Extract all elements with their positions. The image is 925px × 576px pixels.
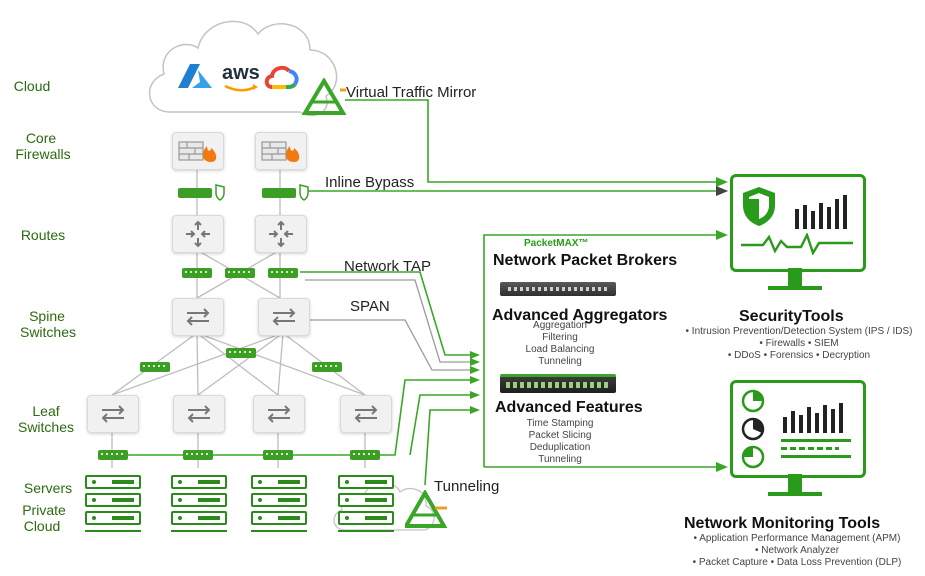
google-cloud-icon <box>264 65 299 89</box>
bypass-device-1 <box>178 184 225 201</box>
layer-label-cloud: Cloud <box>13 78 51 94</box>
switch-icon <box>267 405 291 423</box>
router-device-2 <box>255 215 307 253</box>
firewall-icon <box>178 141 217 162</box>
security-tools-monitor <box>730 174 866 272</box>
feature-item: Time Stamping <box>526 418 594 429</box>
network-tap-device <box>268 268 298 278</box>
network-tap-device <box>263 450 293 460</box>
feature-item: Tunneling <box>538 454 582 465</box>
feature-item: Packet Slicing <box>528 430 592 441</box>
layer-label-spine-switches: Switches <box>19 324 77 340</box>
data-line <box>781 447 839 450</box>
leaf-switch-3 <box>253 395 305 433</box>
leaf-switch-2 <box>173 395 225 433</box>
monitoring-tools-list: • Application Performance Management (AP… <box>684 533 910 569</box>
monitoring-tools-title: Network Monitoring Tools <box>684 515 881 532</box>
security-tools-list: • Intrusion Prevention/Detection System … <box>684 326 914 362</box>
layer-label-servers: Servers <box>23 480 73 496</box>
layer-label-private: Private <box>22 502 66 518</box>
network-tap-device <box>226 348 256 358</box>
aggregator-feature: Tunneling <box>538 356 582 367</box>
security-tool-item: • DDoS • Forensics • Decryption <box>727 350 871 361</box>
public-cloud-icon <box>148 20 338 117</box>
security-tool-item: • Intrusion Prevention/Detection System … <box>685 326 913 337</box>
layer-label-leaf: Leaf <box>32 403 60 419</box>
monitoring-tool-item: • Application Performance Management (AP… <box>693 533 901 544</box>
tunneling-tap-icon <box>405 490 448 528</box>
layer-label-leaf-switches: Switches <box>17 419 75 435</box>
firewall-device-1 <box>172 132 224 170</box>
monitoring-tools-monitor <box>730 380 866 478</box>
features-list: Time Stamping Packet Slicing Deduplicati… <box>510 418 610 466</box>
feature-item: Deduplication <box>529 442 591 453</box>
label-tunneling: Tunneling <box>434 478 500 495</box>
leaf-switch-1 <box>87 395 139 433</box>
switch-icon <box>187 405 211 423</box>
label-virtual-traffic-mirror: Virtual Traffic Mirror <box>346 84 477 101</box>
aggregators-feature-list: Aggregation Filtering Load Balancing Tun… <box>510 320 610 368</box>
monitoring-tool-item: • Packet Capture • Data Loss Prevention … <box>692 557 902 568</box>
security-tool-item: • Firewalls • SIEM <box>759 338 839 349</box>
bypass-device-2 <box>262 184 309 201</box>
firewall-icon <box>261 141 300 162</box>
router-device-1 <box>172 215 224 253</box>
npb-title: Network Packet Brokers <box>493 252 678 269</box>
switch-icon <box>186 308 210 326</box>
layer-label-firewalls: Firewalls <box>15 146 71 162</box>
firewall-device-2 <box>255 132 307 170</box>
network-tap-device <box>182 268 212 278</box>
security-tools-title: SecurityTools <box>739 308 844 325</box>
network-tap-device <box>140 362 170 372</box>
network-tap-device <box>225 268 255 278</box>
label-network-tap: Network TAP <box>344 258 431 275</box>
router-icon <box>269 220 293 248</box>
network-tap-device <box>350 450 380 460</box>
label-span: SPAN <box>350 298 390 315</box>
layer-label-private-cloud: Cloud <box>23 518 61 534</box>
spine-switch-2 <box>258 298 310 336</box>
shield-icon <box>743 187 775 226</box>
layer-label-core: Core <box>25 130 57 146</box>
monitor-base <box>768 492 822 496</box>
pie-chart-icons <box>741 389 765 469</box>
network-tap-device <box>183 450 213 460</box>
network-tap-device <box>312 362 342 372</box>
switch-icon <box>272 308 296 326</box>
spine-switch-1 <box>172 298 224 336</box>
switch-icon <box>354 405 378 423</box>
label-inline-bypass: Inline Bypass <box>325 174 415 191</box>
pulse-line-icon <box>741 233 853 255</box>
monitor-stand <box>788 474 802 494</box>
switch-icon <box>101 405 125 423</box>
packetmax-label: PacketMAX™ <box>524 238 589 249</box>
layer-label-routes: Routes <box>20 227 66 243</box>
monitoring-tool-item: • Network Analyzer <box>754 545 840 556</box>
bar-chart-icon <box>795 195 847 229</box>
monitor-base <box>768 286 822 290</box>
advanced-features-title: Advanced Features <box>495 399 643 416</box>
aggregator-device <box>500 282 616 296</box>
data-line <box>781 455 851 458</box>
aws-logo: aws <box>222 62 260 84</box>
layer-label-spine: Spine <box>29 308 65 324</box>
leaf-switch-4 <box>340 395 392 433</box>
aggregator-feature: Filtering <box>542 332 578 343</box>
advanced-features-device <box>500 374 616 393</box>
bar-chart-icon <box>783 403 843 433</box>
aws-smile-icon <box>224 84 258 92</box>
advanced-aggregators-title: Advanced Aggregators <box>492 307 668 324</box>
router-icon <box>186 220 210 248</box>
data-line <box>781 439 851 442</box>
aggregator-feature: Load Balancing <box>525 344 595 355</box>
virtual-tap-icon <box>302 78 346 115</box>
aggregator-feature: Aggregation <box>533 320 587 331</box>
monitor-stand <box>788 268 802 288</box>
network-tap-device <box>98 450 128 460</box>
azure-icon <box>178 64 212 88</box>
